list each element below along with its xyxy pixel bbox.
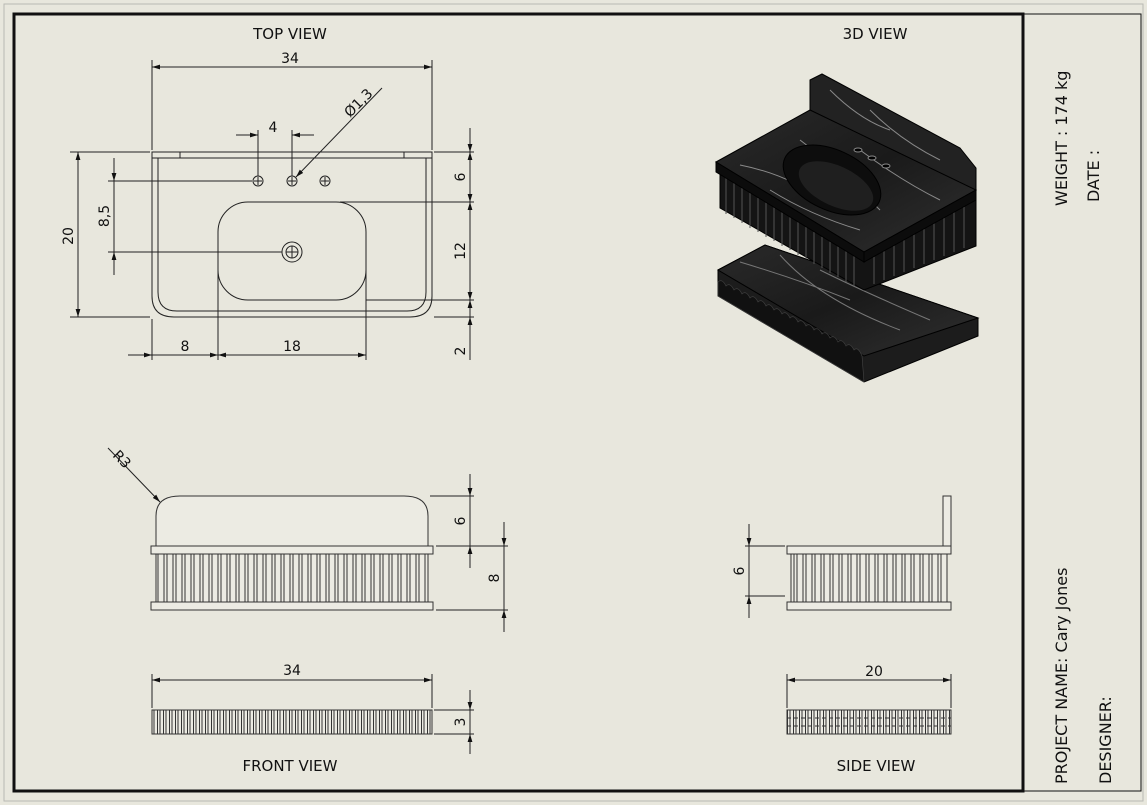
dim-top-width: 34 <box>281 51 299 67</box>
dim-hole-diameter: Ø1,3 <box>342 86 377 121</box>
front-view-label: FRONT VIEW <box>242 757 337 775</box>
designer-label: DESIGNER: <box>1096 696 1115 784</box>
dim-front-gap: 2 <box>453 347 469 356</box>
3d-render <box>715 73 980 383</box>
top-view-label: TOP VIEW <box>252 25 327 43</box>
dim-radius: R3 <box>109 448 133 472</box>
dim-side-height: 6 <box>732 566 748 575</box>
project-name: PROJECT NAME: Cary Jones <box>1052 568 1071 784</box>
dim-side-width: 20 <box>865 664 883 680</box>
dim-hole-spacing: 4 <box>269 120 278 136</box>
dim-base-height: 3 <box>453 718 469 727</box>
sink-bowl <box>217 201 367 301</box>
side-elevation: 6 <box>732 495 952 618</box>
front-view: 34 3 <box>151 663 474 754</box>
dim-splash-height: 6 <box>453 516 469 525</box>
3d-view-label: 3D VIEW <box>843 25 908 43</box>
dim-sink-width: 18 <box>283 339 301 355</box>
side-view: 20 <box>786 664 952 735</box>
dim-back-to-sink: 6 <box>453 172 469 181</box>
title-block-border <box>1022 13 1142 792</box>
date-label: DATE : <box>1084 150 1103 202</box>
side-view-label: SIDE VIEW <box>837 757 916 775</box>
dim-drain-offset: 8,5 <box>97 205 113 227</box>
dim-front-width: 34 <box>283 663 301 679</box>
top-view: 34 4 Ø1,3 20 8,5 6 12 2 <box>61 51 474 360</box>
dim-sink-depth: 12 <box>453 242 469 260</box>
dim-left-offset: 8 <box>181 339 190 355</box>
dim-depth: 20 <box>61 227 77 245</box>
faucet-holes <box>252 175 331 187</box>
weight-label: WEIGHT : 174 kg <box>1052 71 1071 206</box>
front-elevation: R3 6 8 <box>107 448 508 632</box>
dim-cabinet-height: 8 <box>487 574 503 583</box>
